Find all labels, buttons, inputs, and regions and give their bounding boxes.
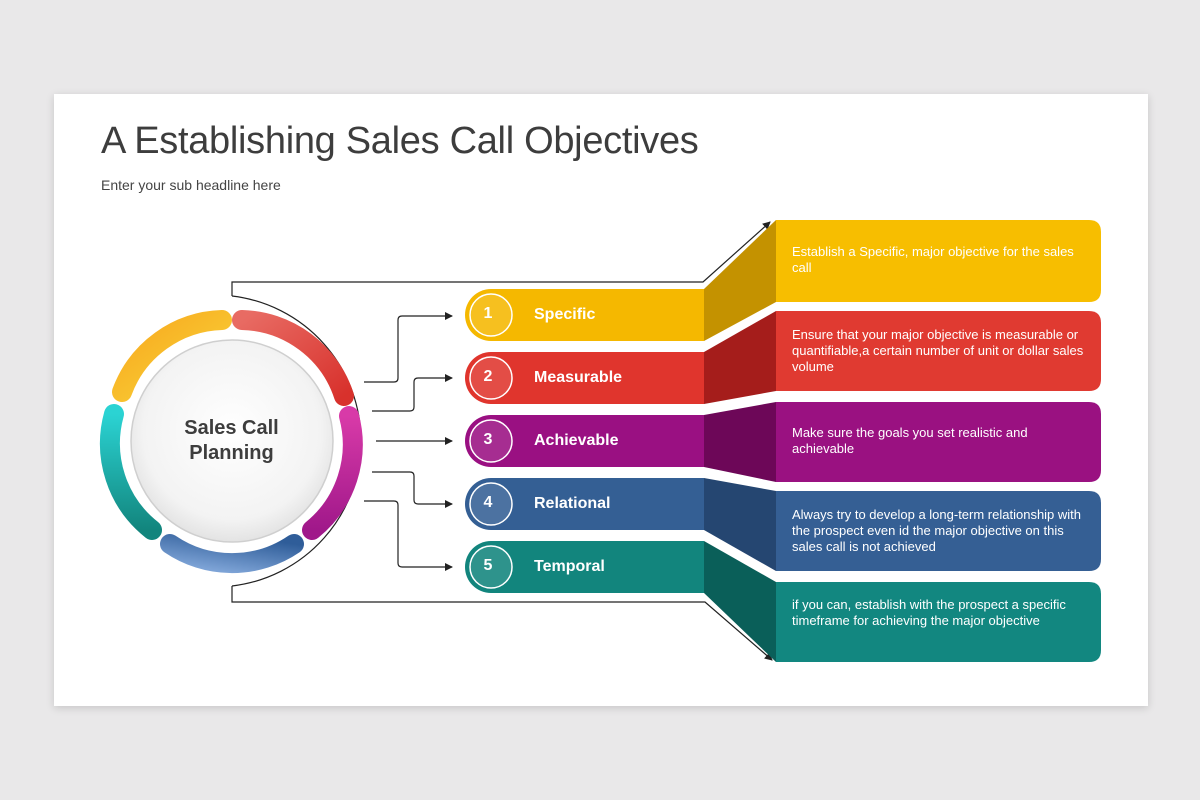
description-box-specific xyxy=(776,220,1101,302)
number-circle-measurable xyxy=(469,356,513,400)
center-label-line1: Sales Call xyxy=(184,417,279,439)
number-circle-relational xyxy=(469,482,513,526)
number-circle-specific xyxy=(469,293,513,337)
connector-1 xyxy=(364,312,453,383)
number-circle-achievable xyxy=(469,419,513,463)
description-specific: Establish a Specific, major objective fo… xyxy=(792,244,1074,275)
slide: A Establishing Sales Call Objectives Ent… xyxy=(54,94,1148,706)
step-label-measurable: Measurable xyxy=(534,369,623,386)
fold-achievable xyxy=(704,402,776,482)
number-circle-temporal xyxy=(469,545,513,589)
band-specific xyxy=(465,289,704,341)
connector-bottom-line xyxy=(231,586,773,661)
ring-segment-yellow xyxy=(112,310,232,402)
connector-2 xyxy=(372,374,453,412)
step-number-1: 1 xyxy=(483,305,493,322)
step-number-5: 5 xyxy=(483,557,493,574)
description-achievable: Make sure the goals you set realistic an… xyxy=(792,425,1028,456)
description-box-measurable xyxy=(776,311,1101,391)
center-circle xyxy=(130,339,334,543)
step-label-specific: Specific xyxy=(534,306,596,323)
fold-relational xyxy=(704,478,776,571)
center-label-line2: Planning xyxy=(189,442,274,464)
step-number-4: 4 xyxy=(483,494,493,511)
step-number-2: 2 xyxy=(483,368,493,385)
description-measurable: Ensure that your major objective is meas… xyxy=(792,327,1084,374)
center-label: Sales Call Planning xyxy=(144,416,319,466)
ring-segment-magenta xyxy=(302,406,363,540)
ring-segment-red xyxy=(232,310,354,406)
connector-4 xyxy=(372,471,453,508)
page-title: A Establishing Sales Call Objectives xyxy=(101,120,699,162)
step-number-3: 3 xyxy=(483,431,493,448)
fold-temporal xyxy=(704,541,776,662)
band-measurable xyxy=(465,352,704,404)
diagram xyxy=(100,220,1101,662)
description-temporal: if you can, establish with the prospect … xyxy=(792,597,1066,628)
band-achievable xyxy=(465,415,704,467)
description-box-achievable xyxy=(776,402,1101,482)
page-subtitle: Enter your sub headline here xyxy=(101,177,281,193)
step-label-achievable: Achievable xyxy=(534,432,619,449)
description-box-temporal xyxy=(776,582,1101,662)
ring-segment-teal xyxy=(100,404,162,540)
connector-top-line xyxy=(231,221,771,296)
band-temporal xyxy=(465,541,704,593)
fold-specific xyxy=(704,220,776,341)
band-relational xyxy=(465,478,704,530)
fold-measurable xyxy=(704,311,776,404)
step-label-temporal: Temporal xyxy=(534,558,605,575)
step-label-relational: Relational xyxy=(534,495,611,512)
description-relational: Always try to develop a long-term relati… xyxy=(792,507,1082,554)
description-box-relational xyxy=(776,491,1101,571)
connector-5 xyxy=(364,500,453,571)
ring-segment-blue xyxy=(160,534,304,574)
